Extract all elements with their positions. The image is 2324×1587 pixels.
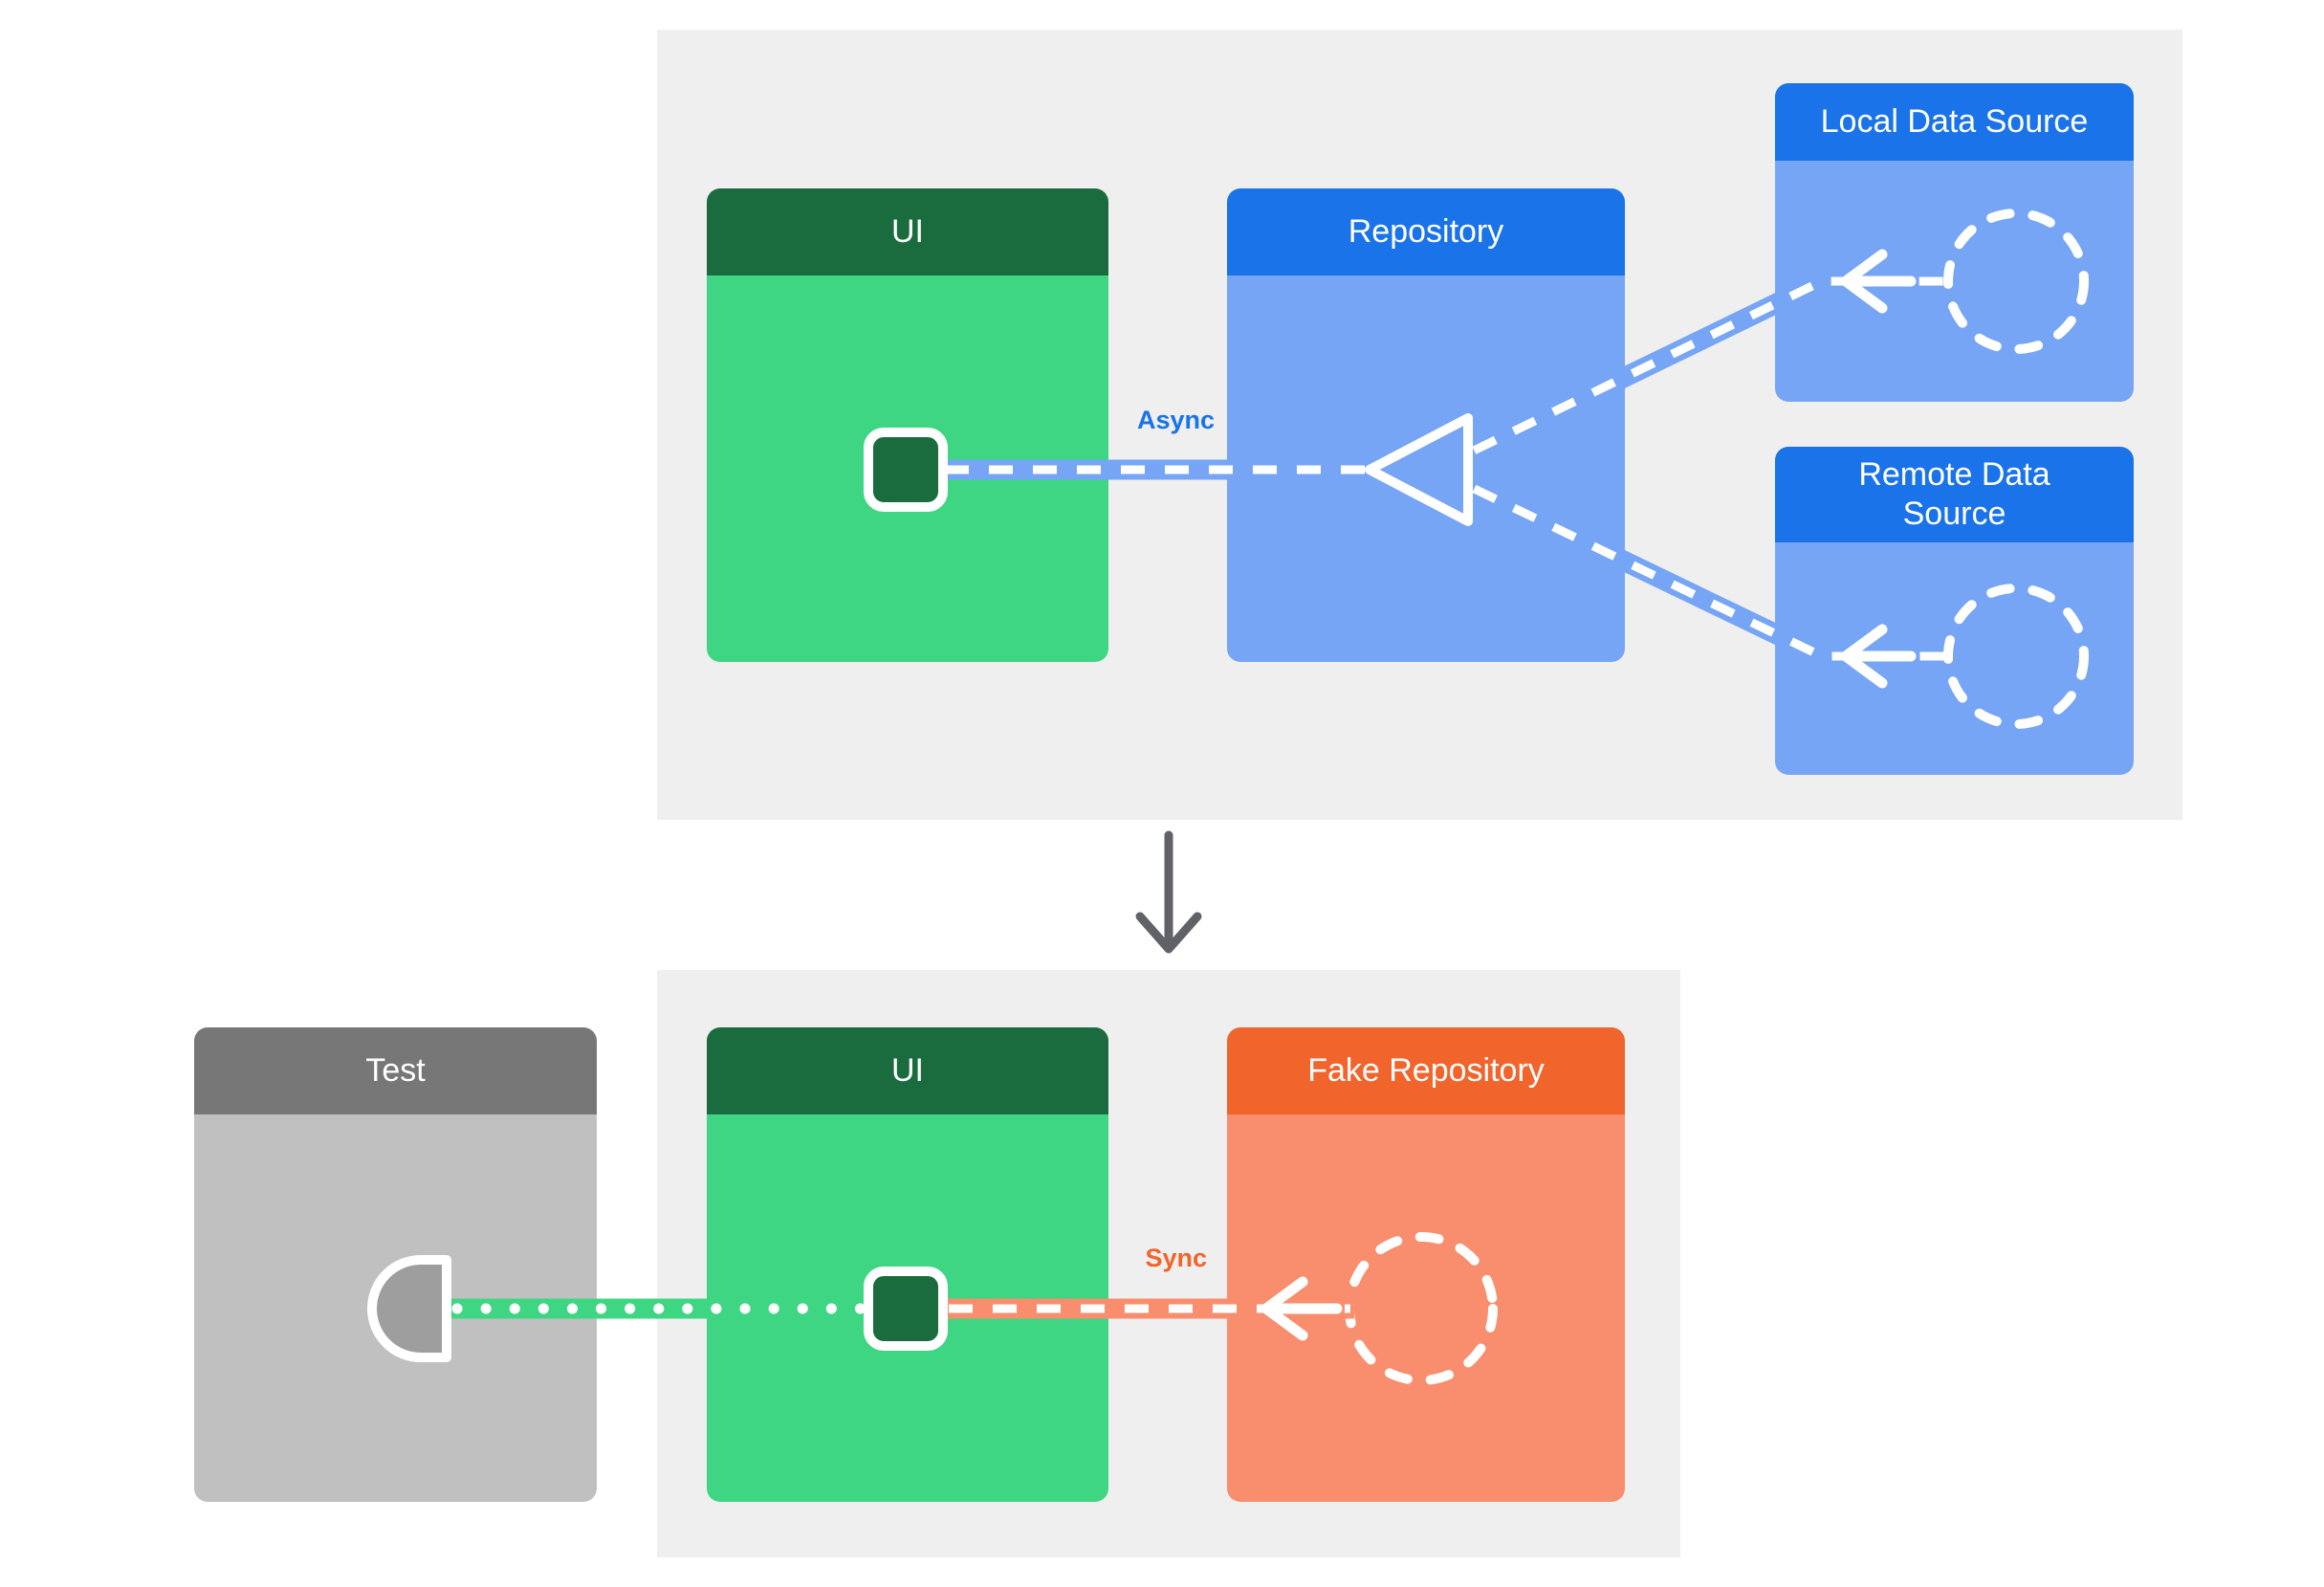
remote-left-arrow-icon [1840,624,1917,689]
remote-data-source-circle-icon [1943,584,2089,729]
local-data-source-title: Local Data Source [1820,103,2089,141]
test-socket-icon [367,1255,451,1362]
remote-connection-dashes [1433,465,1953,661]
remote-data-source-title: Remote Data Source [1858,456,2050,532]
fake-repository-circle-icon [1345,1232,1498,1385]
down-arrow-icon [1135,830,1202,954]
remote-data-source-box: Remote Data Source [1775,447,2134,775]
triangle-connector-icon [1365,413,1473,526]
sync-left-arrow-icon [1261,1276,1343,1341]
local-left-arrow-icon [1840,249,1917,314]
test-box-header: Test [194,1027,597,1114]
repository-box-header: Repository [1227,188,1625,276]
ui-box-bottom-header: UI [707,1027,1108,1114]
fake-repository-header: Fake Repository [1227,1027,1625,1114]
ui-box-bottom-title: UI [891,1052,924,1090]
local-data-source-header: Local Data Source [1775,83,2134,161]
ui-box-top-title: UI [891,213,924,251]
async-label: Async [1136,406,1215,434]
remote-data-source-header: Remote Data Source [1775,447,2134,542]
ui-box-top-header: UI [707,188,1108,276]
sync-label: Sync [1145,1244,1207,1272]
ui-module-square-top-icon [864,428,948,512]
local-connection-line [1430,271,1953,479]
fake-repository-title: Fake Repository [1307,1052,1545,1090]
local-connection-dashes [1433,276,1953,474]
test-box-title: Test [365,1052,426,1090]
repository-box-title: Repository [1348,213,1504,251]
local-data-source-circle-icon [1943,209,2089,354]
ui-module-square-bottom-icon [864,1267,948,1351]
